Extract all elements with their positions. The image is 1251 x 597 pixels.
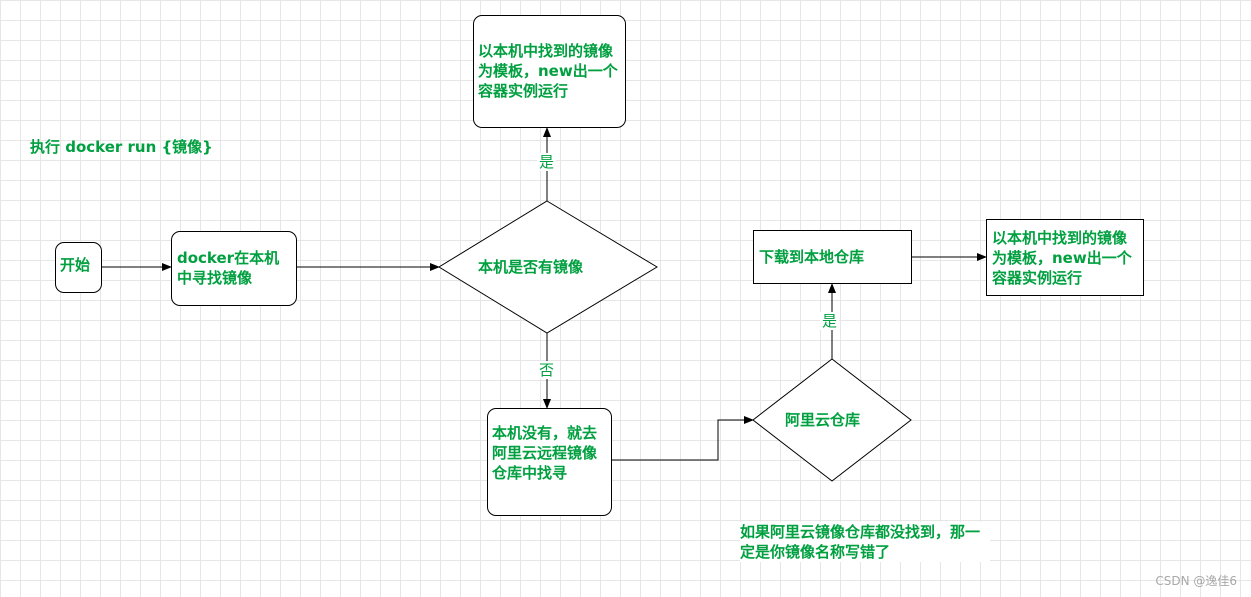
has-image-label: 本机是否有镜像 [478,258,584,276]
watermark: CSDN @逸佳6 [1155,574,1237,588]
found-container-node-right: 以本机中找到的镜像为模板，new出一个容器实例运行 [986,219,1144,296]
decision-diamond-aliyun [752,358,912,482]
caption: 执行 docker run {镜像} [30,138,213,156]
found-container-right-label: 以本机中找到的镜像为模板，new出一个容器实例运行 [992,229,1132,287]
aliyun-repo-label: 阿里云仓库 [785,411,861,429]
local-search-node: docker在本机中寻找镜像 [171,231,297,306]
found-container-node-top: 以本机中找到的镜像为模板，new出一个容器实例运行 [473,15,626,128]
download-local-node: 下载到本地仓库 [753,230,912,284]
local-search-label: docker在本机中寻找镜像 [177,249,280,287]
edge-label-no: 否 [537,361,557,379]
download-local-label: 下载到本地仓库 [759,248,865,266]
found-container-top-label: 以本机中找到的镜像为模板，new出一个容器实例运行 [478,42,618,100]
edge-label-yes-up: 是 [820,312,840,330]
edge-remote-to-aliyun [611,416,754,461]
start-node-label: 开始 [60,256,91,274]
remote-search-node: 本机没有，就去阿里云远程镜像仓库中找寻 [487,408,612,516]
remote-search-label: 本机没有，就去阿里云远程镜像仓库中找寻 [492,424,598,482]
edge-label-yes-top: 是 [537,153,557,171]
note-text: 如果阿里云镜像仓库都没找到，那一定是你镜像名称写错了 [740,522,990,562]
start-node: 开始 [55,242,102,293]
